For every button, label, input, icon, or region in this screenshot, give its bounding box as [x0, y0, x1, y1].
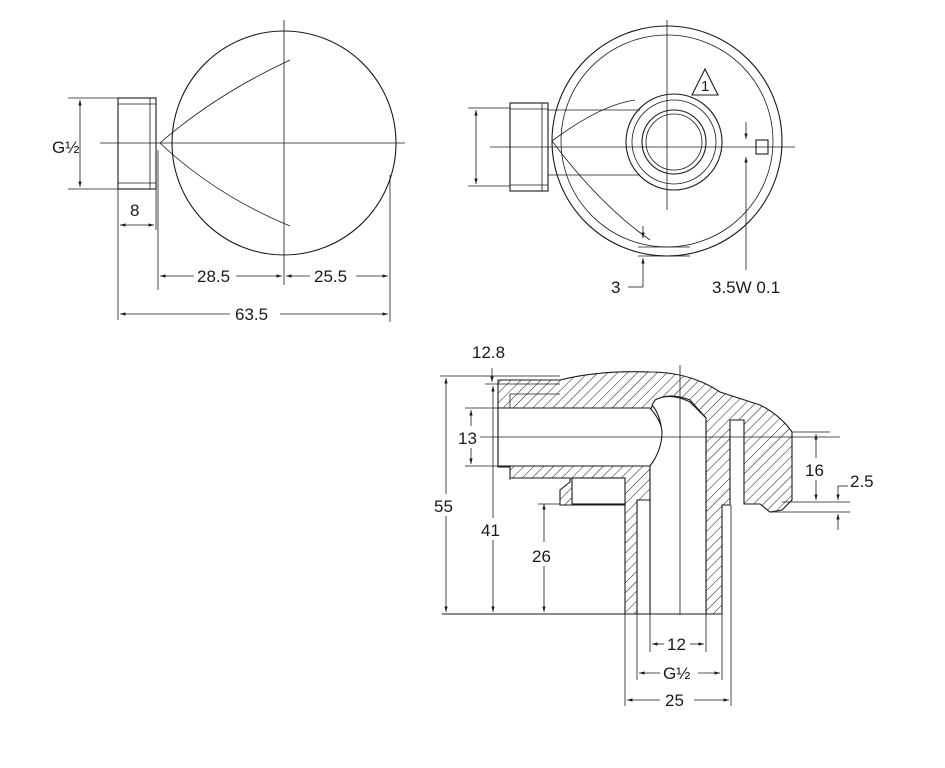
dim-thread-label: G½	[52, 138, 79, 157]
body-lens	[159, 59, 291, 144]
dim-twopointfive-label: 2.5	[850, 472, 874, 491]
dim-fortyone-label: 41	[481, 521, 500, 540]
nozzle-outer-ring	[625, 93, 723, 191]
dim-twentysix-label: 26	[532, 547, 551, 566]
nozzle-bore	[645, 113, 703, 171]
dim-total-label: 63.5	[235, 305, 268, 324]
section-view: 12.8 55 41 13 26 16 2.5	[432, 343, 874, 710]
top-view-right: 1 3 3.5W 0.1	[468, 20, 795, 297]
dim-twentyeight-label: 28.5	[197, 267, 230, 286]
dim-width-label: 3.5W 0.1	[712, 278, 780, 297]
inner-channel	[649, 395, 707, 615]
warning-triangle-icon	[691, 67, 719, 96]
dim-thirteen-label: 13	[458, 429, 477, 448]
dim-twelvepointeight-label: 12.8	[472, 343, 505, 362]
dim-thread-bottom-label: G½	[663, 664, 690, 683]
body-lens-lower	[159, 142, 291, 227]
top-view-left: G½ 8 28.5 25.5 63.5	[52, 20, 405, 324]
dim-twentyfive-label: 25.5	[314, 267, 347, 286]
dim-eight-label: 8	[130, 201, 139, 220]
dim-three-label: 3	[611, 278, 620, 297]
nozzle-mid-ring	[631, 99, 717, 185]
dim-fiftyfive-label: 55	[434, 497, 453, 516]
dim-twentyfive-bottom-label: 25	[665, 691, 684, 710]
thread-stub	[117, 97, 157, 190]
dim-sixteen-label: 16	[805, 461, 824, 480]
warning-number: 1	[701, 78, 709, 95]
dim-twelve-label: 12	[667, 635, 686, 654]
nozzle-inner-ring	[641, 109, 707, 175]
